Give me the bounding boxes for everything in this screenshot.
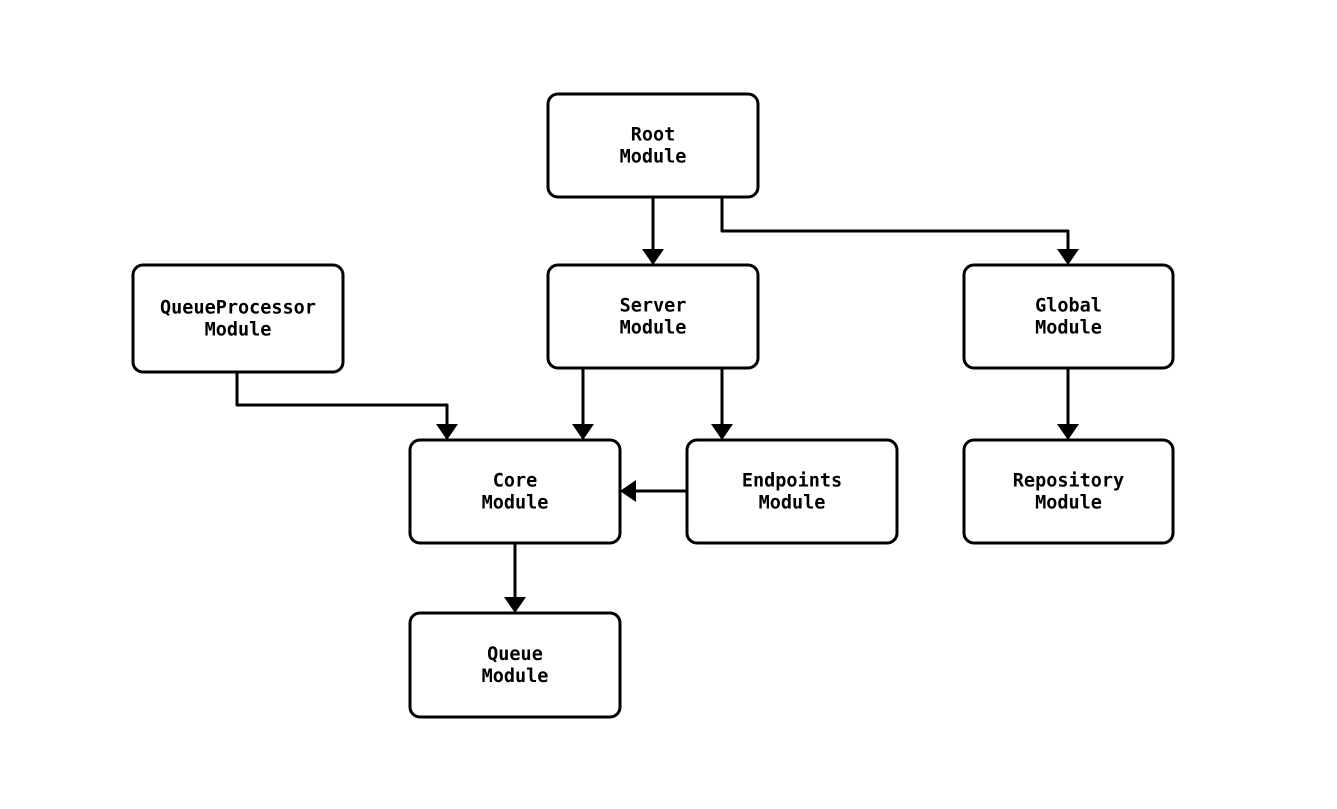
queue-module-node-box[interactable] <box>408 611 622 719</box>
edges-layer <box>235 197 1079 613</box>
repository-module-node-box[interactable] <box>962 438 1175 545</box>
server-module-node-label-line2: Module <box>620 318 687 339</box>
root-module-node-box[interactable] <box>546 92 760 199</box>
queue-module-node-label-line2: Module <box>482 666 549 687</box>
core-module-node-box[interactable] <box>408 438 622 545</box>
edge-queueprocessor-to-core-line <box>235 372 449 427</box>
queueprocessor-module-node-label-line1: QueueProcessor <box>160 298 316 319</box>
edge-global-to-repository <box>1057 368 1079 440</box>
root-module-node-label-line1: Root <box>631 125 676 146</box>
edge-global-to-repository-arrowhead <box>1057 424 1079 440</box>
endpoints-module-node-label-line2: Module <box>759 493 826 514</box>
edge-queueprocessor-to-core <box>235 372 458 440</box>
queue-module-node-label-line1: Queue <box>487 644 543 665</box>
global-module-node-label-line2: Module <box>1035 318 1102 339</box>
endpoints-module-node-box[interactable] <box>685 438 899 545</box>
edge-server-to-endpoints <box>711 368 733 440</box>
server-module-node-label-line1: Server <box>620 296 687 317</box>
edge-queueprocessor-to-core-arrowhead <box>436 424 458 440</box>
repository-module-node-label-line2: Module <box>1035 493 1102 514</box>
queueprocessor-module-node-label-line2: Module <box>205 320 272 341</box>
global-module-node-label-line1: Global <box>1035 296 1102 317</box>
edge-endpoints-to-core <box>620 480 687 502</box>
edge-root-to-global <box>720 197 1079 265</box>
edge-core-to-queue-arrowhead <box>504 597 526 613</box>
server-module-node-box[interactable] <box>546 263 760 370</box>
edge-server-to-endpoints-arrowhead <box>711 424 733 440</box>
edge-endpoints-to-core-arrowhead <box>620 480 636 502</box>
edge-server-to-core <box>572 368 594 440</box>
edge-root-to-global-line <box>720 197 1070 252</box>
edge-root-to-global-arrowhead <box>1057 249 1079 265</box>
edge-root-to-server <box>642 197 664 265</box>
edge-core-to-queue <box>504 543 526 613</box>
queueprocessor-module-node-box[interactable] <box>131 263 345 374</box>
root-module-node-label-line2: Module <box>620 147 687 168</box>
edge-server-to-core-arrowhead <box>572 424 594 440</box>
core-module-node-label-line1: Core <box>493 471 538 492</box>
endpoints-module-node-label-line1: Endpoints <box>742 471 842 492</box>
repository-module-node-label-line1: Repository <box>1013 471 1124 492</box>
global-module-node-box[interactable] <box>962 263 1175 370</box>
edge-root-to-server-arrowhead <box>642 249 664 265</box>
core-module-node-label-line2: Module <box>482 493 549 514</box>
